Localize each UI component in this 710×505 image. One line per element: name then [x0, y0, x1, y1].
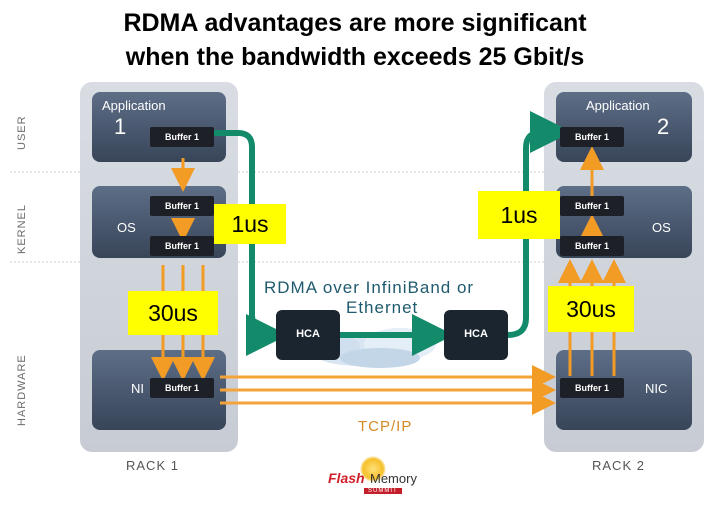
right-os-label: OS: [652, 220, 671, 235]
right-app-buffer: Buffer 1: [560, 127, 624, 147]
right-kernel-latency-callout: 1us: [478, 191, 560, 239]
logo-memory-text: Memory: [370, 471, 417, 486]
slide-title-line1: RDMA advantages are more significant: [123, 9, 587, 37]
logo-summit-text: SUMMIT: [364, 488, 402, 494]
hca-right-label: HCA: [464, 328, 488, 340]
right-application-label: Application: [586, 98, 650, 113]
hca-left-label: HCA: [296, 328, 320, 340]
right-hardware-latency-callout: 30us: [548, 286, 634, 332]
slide-title-line2: when the bandwidth exceeds 25 Gbit/s: [125, 43, 585, 71]
flash-memory-summit-logo: Flash Memory SUMMIT: [326, 456, 422, 500]
left-kernel-latency-callout: 1us: [214, 204, 286, 244]
left-nic-label: NI: [131, 381, 144, 396]
rdma-label-line1: RDMA over InfiniBand or: [264, 278, 475, 297]
logo-sun-icon: [360, 456, 386, 482]
left-os-buffer-bottom: Buffer 1: [150, 236, 214, 256]
left-os-buffer-top: Buffer 1: [150, 196, 214, 216]
left-nic-buffer: Buffer 1: [150, 378, 214, 398]
left-os-label: OS: [117, 220, 136, 235]
right-os-buffer-bottom: Buffer 1: [560, 236, 624, 256]
lane-label-user: USER: [16, 115, 28, 150]
right-nic-box: [556, 350, 692, 430]
rack-2-label: RACK 2: [592, 458, 645, 473]
rdma-label-line2: Ethernet: [346, 298, 419, 317]
right-nic-buffer: Buffer 1: [560, 378, 624, 398]
right-nic-label: NIC: [645, 381, 668, 396]
hca-right-box: [444, 310, 508, 360]
rack-1-label: RACK 1: [126, 458, 179, 473]
lane-label-kernel: KERNEL: [16, 203, 28, 254]
tcp-ip-label: TCP/IP: [358, 418, 413, 435]
rdma-path-right: [507, 111, 572, 338]
right-os-buffer-top: Buffer 1: [560, 196, 624, 216]
left-application-number: 1: [114, 114, 127, 139]
lane-label-hardware: HARDWARE: [16, 354, 28, 426]
logo-flash-text: Flash: [328, 470, 365, 486]
left-hardware-latency-callout: 30us: [128, 291, 218, 335]
right-application-number: 2: [657, 114, 670, 139]
left-application-label: Application: [102, 98, 166, 113]
hca-left-box: [276, 310, 340, 360]
left-app-buffer: Buffer 1: [150, 127, 214, 147]
